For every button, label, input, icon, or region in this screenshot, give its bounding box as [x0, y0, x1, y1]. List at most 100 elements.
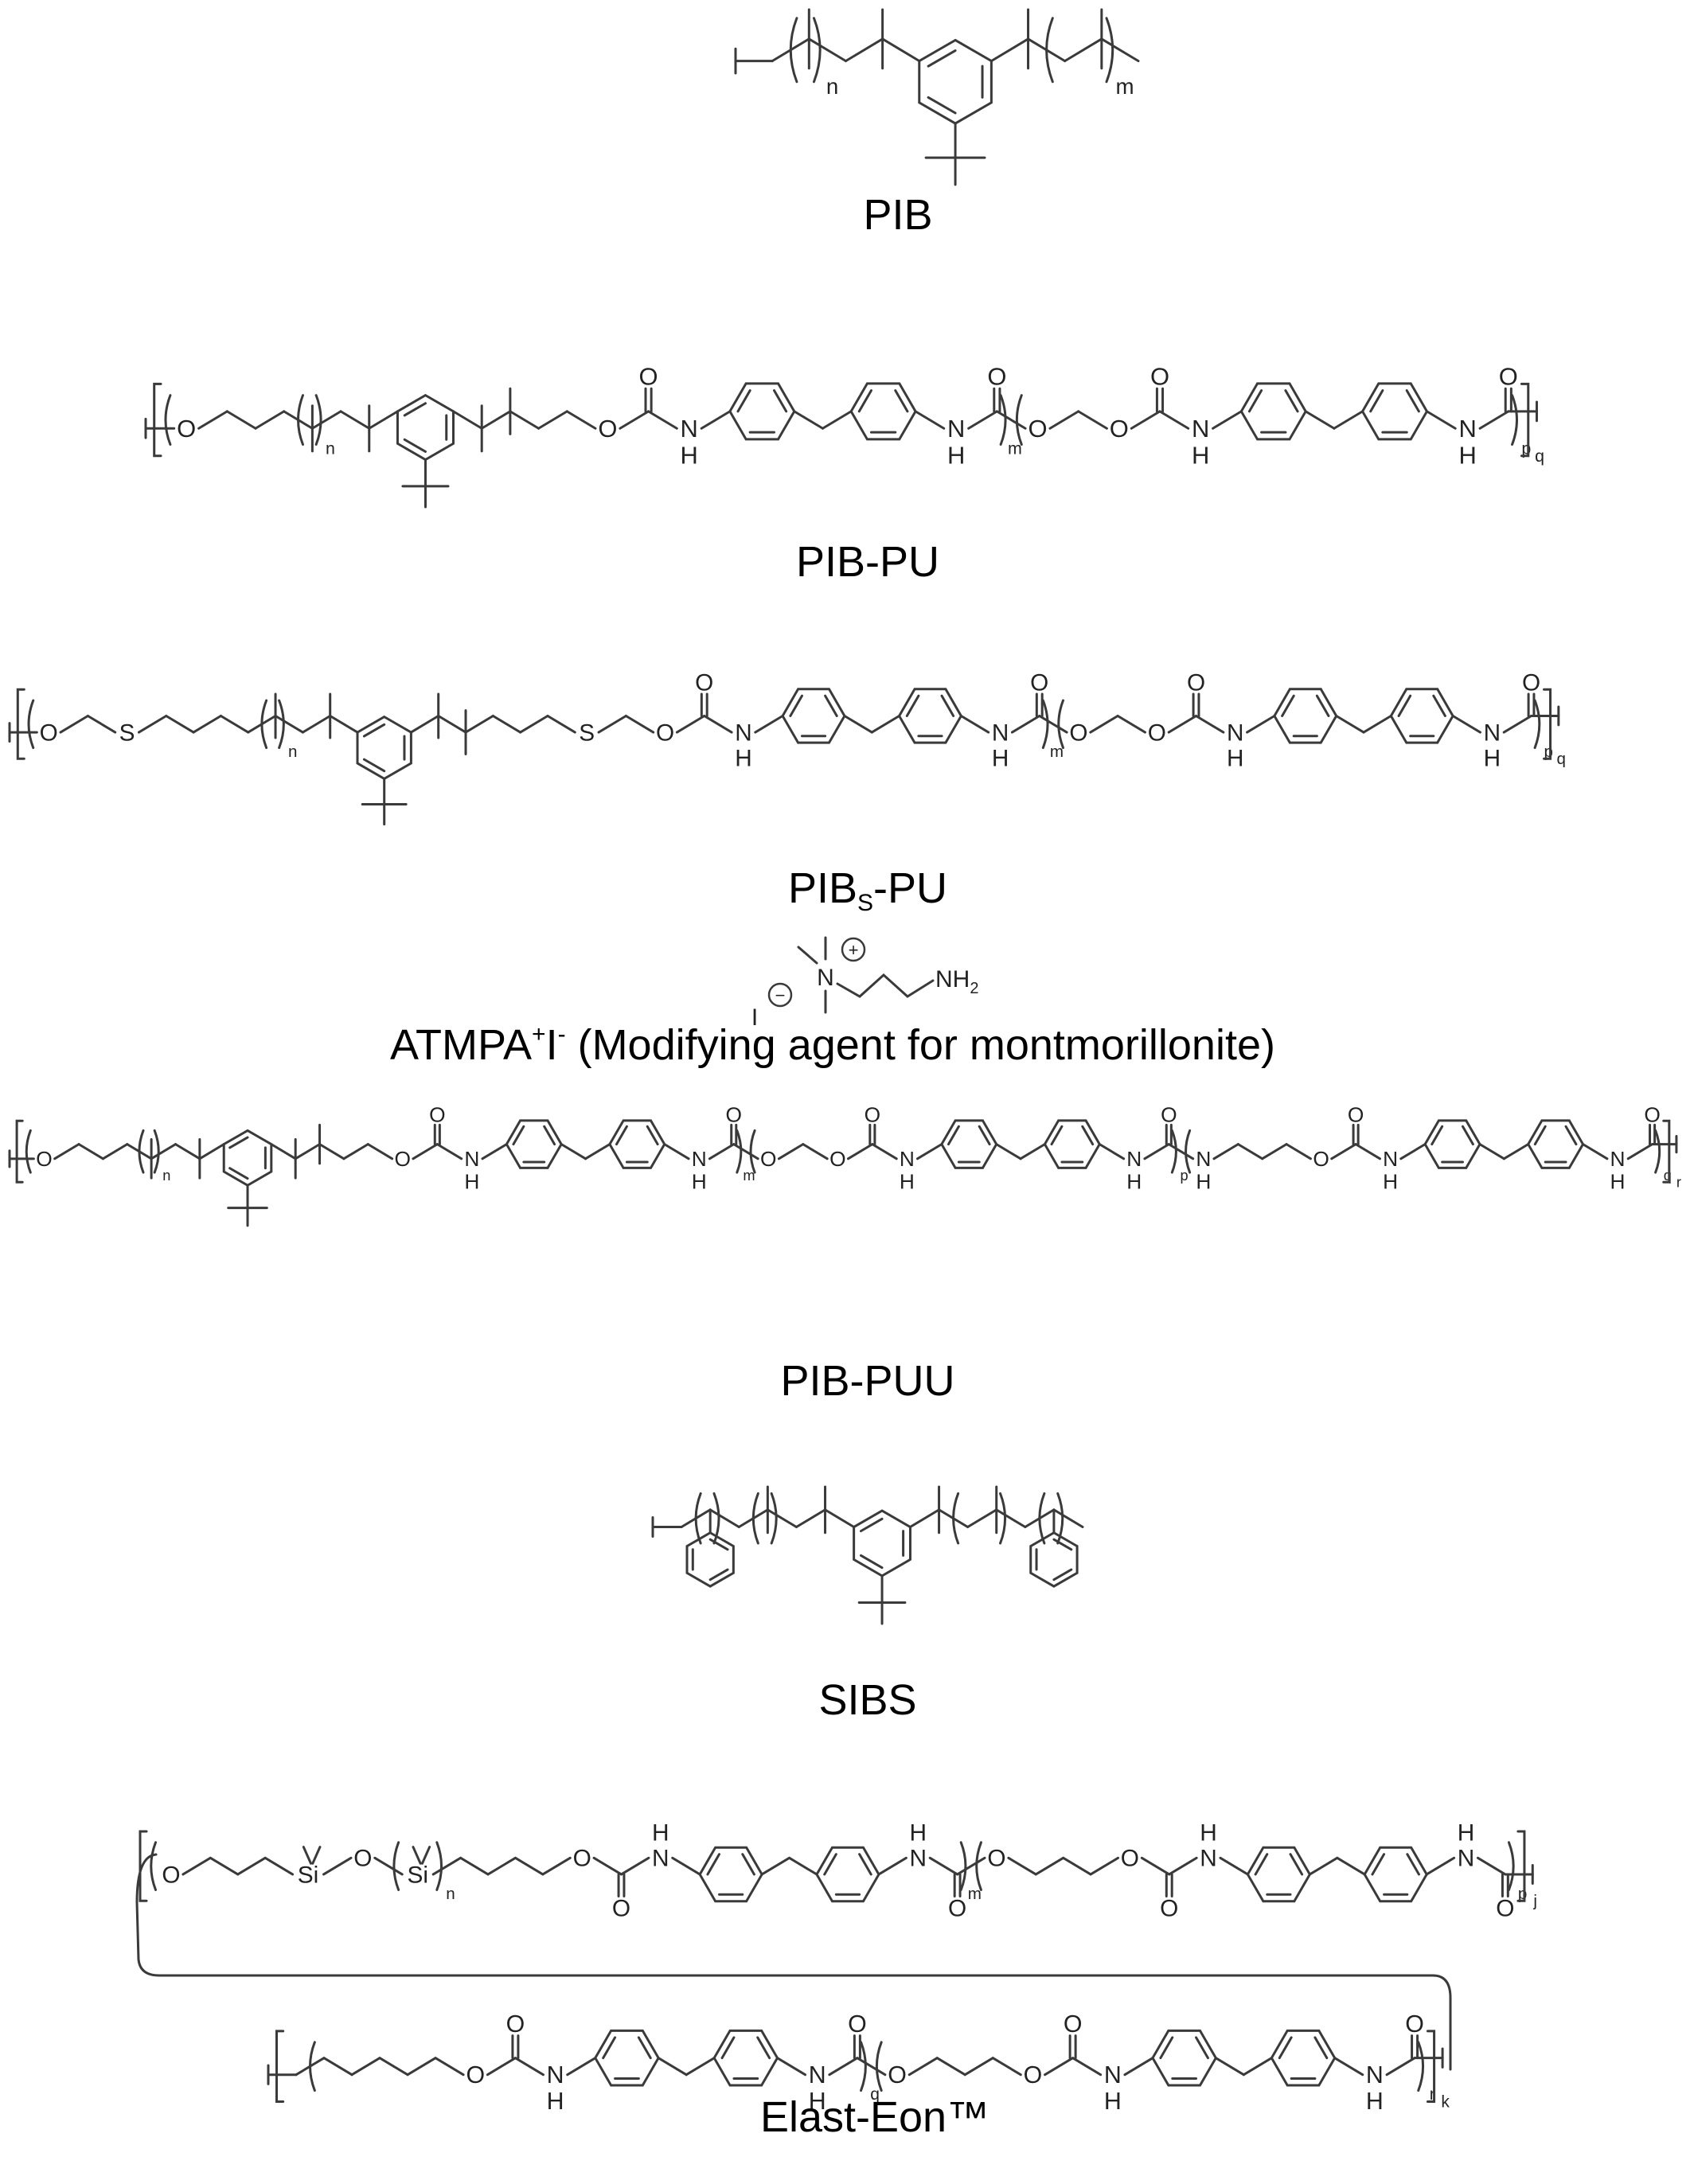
carbonyl-oxygen: O [1160, 1896, 1178, 1922]
bond [435, 2058, 463, 2075]
hydrogen-label: H [1196, 1169, 1211, 1193]
carbonyl-oxygen: O [1064, 2011, 1083, 2038]
bond [284, 411, 313, 428]
aromatic-double-bond [1399, 696, 1411, 716]
bond [1583, 1145, 1607, 1159]
atom-label: O [1110, 415, 1129, 443]
atom-label: N [1196, 1147, 1211, 1171]
bond [622, 1858, 649, 1874]
atom-label: O [162, 1862, 180, 1888]
carbonyl-oxygen: O [612, 1896, 630, 1922]
aromatic-double-bond [364, 724, 384, 736]
aromatic-double-bond [1083, 1126, 1093, 1144]
bond [997, 1145, 1021, 1159]
atom-label: O [1024, 2062, 1043, 2088]
bond [275, 716, 302, 732]
hydrogen-label: H [681, 441, 698, 469]
repeat-unit-parenthesis [1186, 1130, 1190, 1172]
benzene-ring [1391, 689, 1453, 743]
repeat-unit-parenthesis [977, 1843, 982, 1890]
bond [1337, 716, 1364, 732]
atom-label: O [1121, 1846, 1139, 1872]
bond [312, 411, 341, 428]
repeat-unit-bracket [1518, 1831, 1524, 1901]
bond [341, 411, 369, 428]
ammonium-nitrogen-label: N [817, 965, 834, 991]
bond [673, 1858, 700, 1874]
carbonyl-oxygen: O [1030, 669, 1048, 696]
silyl-methyl [313, 1847, 320, 1864]
aromatic-double-bond [826, 696, 837, 716]
repeat-unit-parenthesis [737, 1130, 741, 1172]
bond [939, 1510, 968, 1527]
carbonyl-oxygen: O [506, 2011, 525, 2038]
bond [1214, 1145, 1238, 1159]
repeat-unit-parenthesis [1535, 700, 1540, 747]
repeat-unit-parenthesis [1172, 1130, 1176, 1172]
bond [779, 1145, 802, 1159]
aromatic-double-bond [1286, 391, 1298, 411]
aromatic-double-bond [928, 97, 955, 113]
bond [561, 1145, 585, 1159]
benzene-ring [730, 384, 794, 439]
bond [271, 1145, 295, 1159]
aromatic-double-bond [617, 1126, 627, 1144]
methyl-bond [798, 947, 817, 963]
hydrogen-label: H [1200, 1820, 1217, 1847]
benzene-ring [714, 2030, 777, 2085]
bond [482, 1145, 506, 1159]
bond [1356, 1145, 1380, 1159]
aromatic-double-bond [942, 696, 954, 716]
bond [1427, 411, 1455, 428]
repeat-unit-parenthesis [1001, 396, 1005, 445]
hydrogen-label: H [809, 2088, 826, 2115]
bond [1477, 1858, 1505, 1874]
bond [510, 411, 539, 428]
aromatic-double-bond [1282, 696, 1294, 716]
silyl-methyl [303, 1847, 310, 1864]
bond [1160, 411, 1189, 428]
repeat-unit-parenthesis [154, 1130, 158, 1172]
carbonyl-oxygen: O [1150, 363, 1169, 391]
atom-label: N [1227, 720, 1243, 746]
aromatic-double-bond [1315, 2038, 1327, 2058]
aromatic-double-bond [860, 1854, 872, 1874]
repeat-subscript: n [446, 1885, 455, 1903]
bond [1169, 716, 1196, 732]
aromatic-double-bond [907, 696, 919, 716]
bond [1628, 1145, 1652, 1159]
bond [482, 411, 510, 428]
benzene-ring [1247, 1847, 1310, 1901]
aromatic-double-bond [230, 1168, 248, 1179]
atom-label: O [888, 2062, 907, 2088]
positive-charge-icon [841, 937, 866, 962]
repeat-unit-bracket [1521, 384, 1528, 455]
bond [1337, 1858, 1364, 1874]
carbonyl-oxygen: O [429, 1102, 445, 1126]
bond [1079, 411, 1107, 428]
repeat-subscript: n [288, 743, 297, 761]
repeat-subscript: m [1050, 743, 1064, 761]
repeat-subscript: m [1116, 74, 1134, 99]
carbonyl-oxygen: O [1644, 1102, 1660, 1126]
hydrogen-label: H [1104, 2088, 1122, 2115]
carbonyl-oxygen: O [848, 2011, 867, 2038]
bond [790, 1858, 817, 1874]
pib-pu-label: PIB-PU [795, 538, 940, 586]
repeat-subscript: n [326, 439, 335, 458]
aromatic-double-bond [979, 1126, 989, 1144]
bond [1480, 411, 1509, 428]
atom-label: O [1148, 720, 1166, 746]
bond [1220, 1858, 1247, 1874]
bond [1118, 716, 1145, 732]
bond [1169, 1858, 1196, 1874]
bond [857, 2058, 885, 2075]
bond [822, 411, 851, 428]
bond [413, 1145, 437, 1159]
hydrogen-label: H [1227, 745, 1243, 771]
bond [1286, 1145, 1310, 1159]
bond [848, 1145, 872, 1159]
benzene-ring [1271, 2030, 1334, 2085]
bond [968, 1510, 997, 1527]
silyl-methyl [422, 1847, 429, 1864]
